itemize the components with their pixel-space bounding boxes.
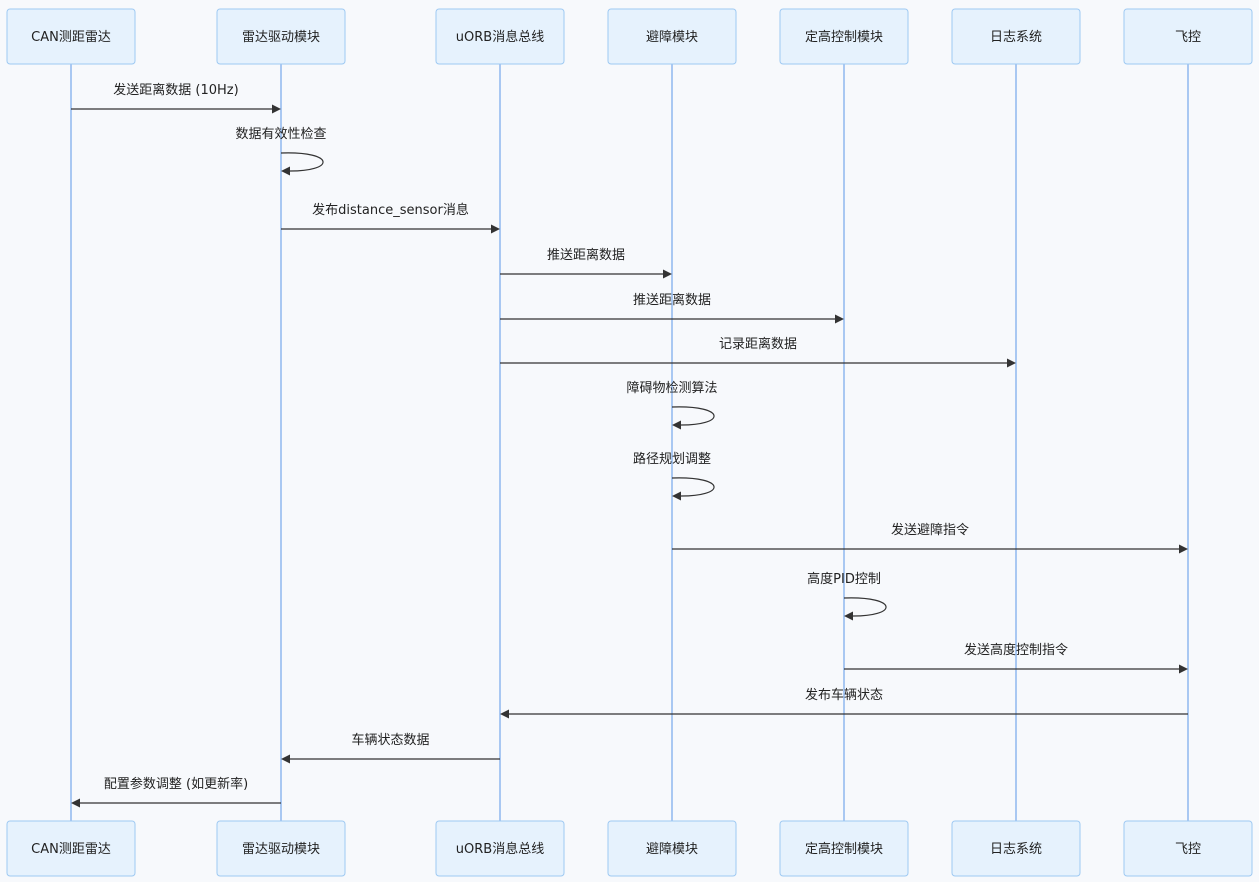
actor-alt-bottom: 定高控制模块 (779, 820, 909, 877)
arrowhead (672, 491, 681, 501)
message-12: 发布车辆状态 (500, 687, 1188, 719)
message-9: 发送避障指令 (672, 522, 1188, 554)
arrowhead (281, 166, 290, 176)
message-13: 车辆状态数据 (281, 732, 500, 764)
arrowhead (1007, 358, 1016, 368)
actor-label: 避障模块 (646, 842, 698, 857)
message-label: 记录距离数据 (719, 336, 797, 352)
actor-driver-bottom: 雷达驱动模块 (216, 820, 346, 877)
actor-radar-bottom: CAN测距雷达 (6, 820, 136, 877)
actor-box (6, 8, 136, 65)
actor-box (779, 8, 909, 65)
actor-label: 定高控制模块 (805, 29, 883, 45)
self-message-loop (280, 152, 324, 172)
message-11: 发送高度控制指令 (844, 642, 1188, 674)
actor-avoid-bottom: 避障模块 (607, 820, 737, 877)
message-6: 记录距离数据 (500, 336, 1016, 368)
actor-label: 日志系统 (990, 842, 1042, 857)
actor-uorb-top: uORB消息总线 (435, 8, 565, 65)
actor-box (435, 8, 565, 65)
arrowhead (663, 269, 672, 279)
message-5: 推送距离数据 (500, 292, 844, 324)
actor-log-bottom: 日志系统 (951, 820, 1081, 877)
message-label: 推送距离数据 (633, 292, 711, 308)
actor-box (607, 8, 737, 65)
actor-avoid-top: 避障模块 (607, 8, 737, 65)
actor-label: 雷达驱动模块 (242, 30, 320, 45)
actor-alt-top: 定高控制模块 (779, 8, 909, 65)
actor-box (216, 8, 346, 65)
message-1: 发送距离数据 (10Hz) (71, 82, 281, 114)
message-4: 推送距离数据 (500, 247, 672, 279)
message-label: 数据有效性检查 (235, 127, 326, 142)
message-label: 障碍物检测算法 (626, 381, 717, 396)
actor-driver-top: 雷达驱动模块 (216, 8, 346, 65)
messages: 发送距离数据 (10Hz) 数据有效性检查发布distance_sensor消息推… (71, 82, 1188, 808)
actor-log-top: 日志系统 (951, 8, 1081, 65)
message-label: 车辆状态数据 (351, 732, 429, 748)
arrowhead (672, 420, 681, 430)
actor-radar-top: CAN测距雷达 (6, 8, 136, 65)
actor-fc-bottom: 飞控 (1123, 820, 1253, 877)
message-14: 配置参数调整 (如更新率) (71, 776, 281, 808)
actor-box (1123, 8, 1253, 65)
message-label: 发布distance_sensor消息 (312, 202, 469, 218)
actor-box (1123, 820, 1253, 877)
arrowhead (1179, 664, 1188, 674)
message-label: 发送距离数据 (10Hz) (113, 82, 238, 98)
actor-label: 日志系统 (990, 30, 1042, 45)
actor-label: CAN测距雷达 (31, 30, 111, 45)
actor-box (951, 8, 1081, 65)
actor-box (435, 820, 565, 877)
actor-box (779, 820, 909, 877)
message-label: 配置参数调整 (如更新率) (104, 776, 248, 792)
actor-fc-top: 飞控 (1123, 8, 1253, 65)
actors-bottom-row: CAN测距雷达 雷达驱动模块 uORB消息总线 避障模块 定高控制模块 日志系统 飞控 (6, 820, 1253, 877)
message-label: 发布车辆状态 (805, 687, 883, 703)
actor-label: 飞控 (1175, 842, 1201, 857)
actor-label: uORB消息总线 (456, 841, 544, 857)
actor-box (6, 820, 136, 877)
actor-label: uORB消息总线 (456, 29, 544, 45)
arrowhead (500, 709, 509, 719)
message-10: 高度PID控制 (807, 571, 887, 621)
arrowhead (71, 798, 80, 808)
lifelines (70, 64, 1189, 821)
self-message-loop (843, 597, 887, 617)
actor-uorb-bottom: uORB消息总线 (435, 820, 565, 877)
actor-label: 雷达驱动模块 (242, 842, 320, 857)
message-label: 高度PID控制 (807, 571, 881, 587)
message-7: 障碍物检测算法 (626, 381, 718, 430)
message-label: 发送避障指令 (891, 522, 969, 538)
arrowhead (272, 104, 281, 114)
actor-label: CAN测距雷达 (31, 842, 111, 857)
arrowhead (491, 224, 500, 234)
self-message-loop (671, 477, 715, 497)
actor-box (951, 820, 1081, 877)
message-8: 路径规划调整 (633, 451, 715, 501)
actor-box (216, 820, 346, 877)
message-3: 发布distance_sensor消息 (281, 202, 500, 234)
arrowhead (835, 314, 844, 324)
message-2: 数据有效性检查 (235, 127, 327, 176)
actor-label: 避障模块 (646, 30, 698, 45)
actor-label: 定高控制模块 (805, 841, 883, 857)
arrowhead (281, 754, 290, 764)
self-message-loop (671, 406, 715, 426)
arrowhead (844, 611, 853, 621)
actor-box (607, 820, 737, 877)
message-label: 推送距离数据 (547, 247, 625, 263)
message-label: 路径规划调整 (633, 451, 711, 467)
message-label: 发送高度控制指令 (964, 642, 1068, 658)
arrowhead (1179, 544, 1188, 554)
actors-top-row: CAN测距雷达 雷达驱动模块 uORB消息总线 避障模块 定高控制模块 日志系统 飞控 (6, 8, 1253, 65)
actor-label: 飞控 (1175, 30, 1201, 45)
